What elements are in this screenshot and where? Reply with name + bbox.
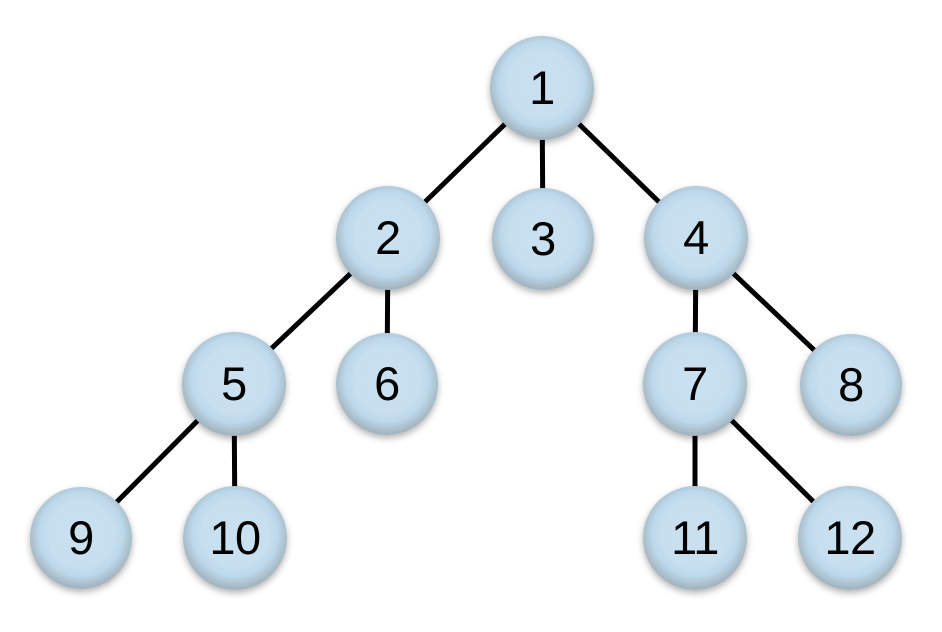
tree-node-label: 5: [221, 356, 247, 410]
tree-node-label: 9: [68, 510, 94, 564]
tree-edge-5-9: [112, 416, 202, 507]
tree-node-label: 4: [683, 210, 709, 264]
tree-node-label: 2: [375, 210, 401, 264]
tree-node-label: 3: [530, 211, 556, 265]
tree-node-1[interactable]: 1: [490, 36, 594, 140]
tree-node-11[interactable]: 11: [643, 486, 747, 590]
tree-node-8[interactable]: 8: [800, 334, 902, 436]
tree-edge-1-2: [420, 119, 510, 207]
tree-node-9[interactable]: 9: [30, 487, 132, 589]
tree-node-label: 8: [838, 357, 864, 411]
tree-node-2[interactable]: 2: [336, 186, 440, 290]
tree-node-3[interactable]: 3: [492, 188, 594, 290]
tree-node-label: 12: [824, 510, 876, 564]
tree-edge-2-5: [267, 269, 355, 353]
tree-node-5[interactable]: 5: [182, 332, 286, 436]
tree-edge-7-12: [727, 416, 818, 506]
tree-edge-4-8: [729, 269, 819, 355]
tree-node-12[interactable]: 12: [798, 486, 902, 590]
tree-node-6[interactable]: 6: [336, 333, 438, 435]
tree-node-10[interactable]: 10: [183, 486, 287, 590]
tree-node-4[interactable]: 4: [644, 186, 748, 290]
tree-node-7[interactable]: 7: [643, 332, 747, 436]
tree-node-label: 11: [671, 510, 719, 564]
tree-edge-1-4: [574, 119, 664, 207]
tree-node-label: 1: [529, 60, 555, 114]
tree-node-label: 6: [374, 356, 400, 410]
tree-node-label: 7: [682, 356, 708, 410]
tree-node-label: 10: [209, 510, 261, 564]
